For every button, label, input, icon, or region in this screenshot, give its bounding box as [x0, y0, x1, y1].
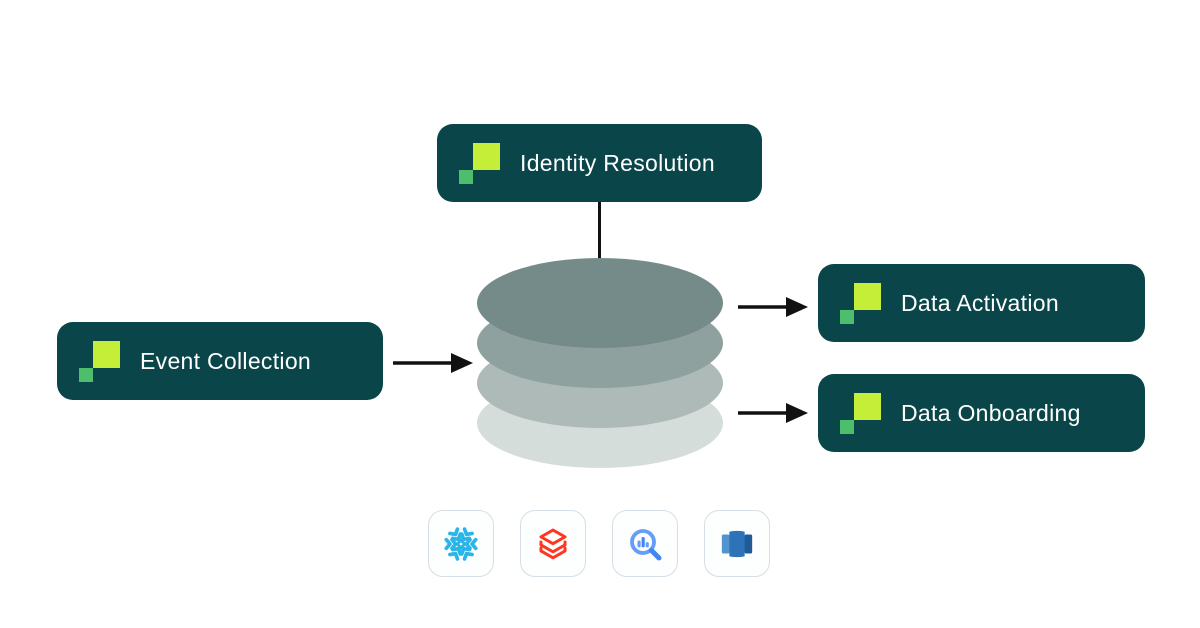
- node-data-onboarding: Data Onboarding: [818, 374, 1145, 452]
- logo-large-square: [854, 282, 881, 310]
- two-squares-logo-icon: [79, 340, 120, 382]
- node-label-event-collection: Event Collection: [140, 347, 311, 374]
- redshift-icon: [721, 530, 753, 557]
- node-label-data-activation: Data Activation: [901, 289, 1059, 316]
- arrow-stack-to-activation-icon: [738, 297, 808, 317]
- data-layer-stack: [477, 258, 723, 468]
- warehouse-card-snowflake: [428, 510, 494, 577]
- node-label-identity-resolution: Identity Resolution: [520, 149, 715, 176]
- logo-small-square: [459, 169, 473, 184]
- warehouse-card-bigquery: [612, 510, 678, 577]
- node-label-data-onboarding: Data Onboarding: [901, 399, 1081, 426]
- node-identity-resolution: Identity Resolution: [437, 124, 762, 202]
- logo-large-square: [93, 340, 120, 368]
- two-squares-logo-icon: [459, 142, 500, 184]
- databricks-icon: [539, 528, 567, 559]
- logo-small-square: [79, 367, 93, 382]
- node-event-collection: Event Collection: [57, 322, 383, 400]
- two-squares-logo-icon: [840, 392, 881, 434]
- bigquery-icon: [630, 528, 662, 560]
- warehouse-card-databricks: [520, 510, 586, 577]
- stack-layer-1: [477, 258, 723, 348]
- logo-small-square: [840, 419, 854, 434]
- logo-small-square: [840, 309, 854, 324]
- arrow-event-to-stack-icon: [393, 353, 473, 373]
- warehouse-card-redshift: [704, 510, 770, 577]
- snowflake-icon: [444, 526, 478, 561]
- logo-large-square: [854, 392, 881, 420]
- connector-identity-to-stack: [598, 202, 601, 259]
- two-squares-logo-icon: [840, 282, 881, 324]
- warehouse-icon-row: [428, 510, 770, 577]
- node-data-activation: Data Activation: [818, 264, 1145, 342]
- logo-large-square: [473, 142, 500, 170]
- arrow-stack-to-onboarding-icon: [738, 403, 808, 423]
